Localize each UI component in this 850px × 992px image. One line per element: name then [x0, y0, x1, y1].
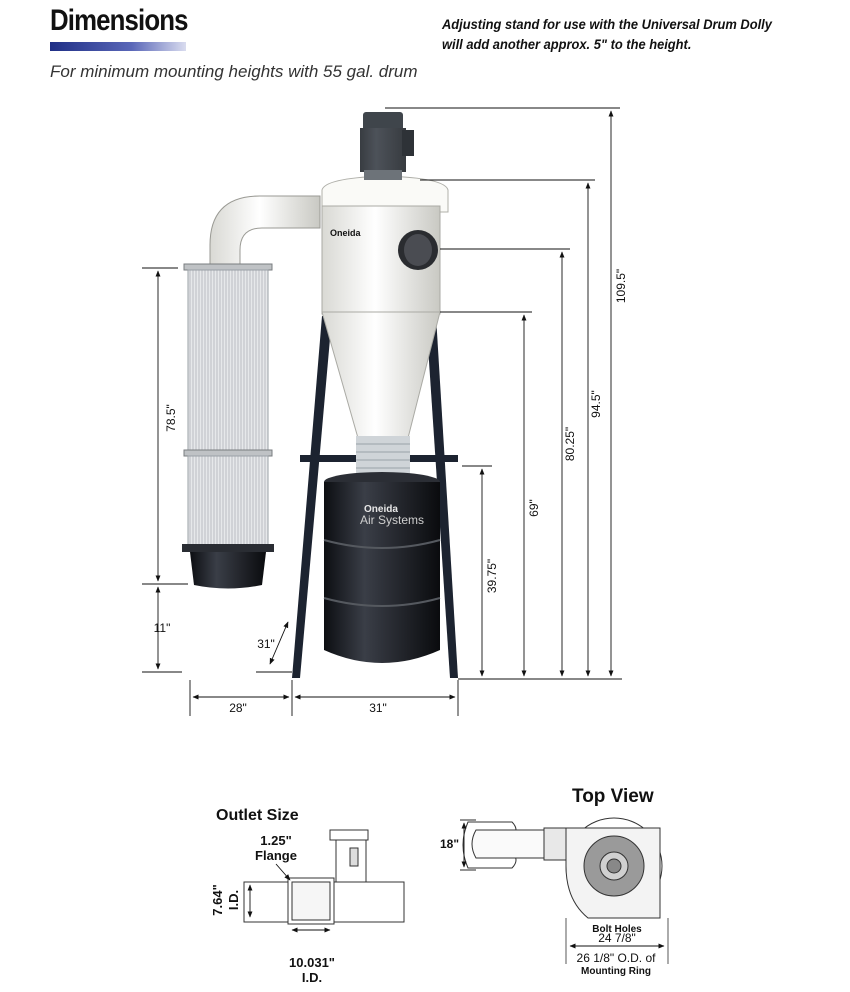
id-height-label: I.D. [226, 890, 241, 910]
id-height-value: 7.64" [210, 884, 225, 915]
outlet-size-title: Outlet Size [216, 807, 299, 824]
dim-filter-base-height: 11" [154, 621, 171, 635]
dim-filter-height: 78.5" [164, 404, 178, 432]
od-value: 26 1/8" O.D. of [577, 951, 657, 965]
page-subtitle: For minimum mounting heights with 55 gal… [50, 62, 418, 81]
height-note: Adjusting stand for use with the Univers… [442, 16, 772, 52]
dim-inlet-height: 80.25" [563, 427, 577, 461]
dim-stand-depth: 31" [257, 637, 275, 651]
dimension-labels: 78.5" 11" 31" 28" 31" 39.75" 69" 80.25" … [154, 269, 628, 715]
bolt-holes-value: 24 7/8" [598, 931, 636, 945]
id-width-label: I.D. [302, 970, 322, 985]
flex-hose [356, 436, 410, 478]
dim-housing-top-height: 94.5" [589, 390, 603, 418]
flange-label: Flange [255, 848, 297, 863]
title-underline [50, 42, 186, 51]
brand-label: Oneida [330, 228, 362, 238]
motor [360, 112, 414, 180]
dim-filter-offset: 28" [229, 701, 247, 715]
page-title: Dimensions [50, 4, 189, 37]
od-label: Mounting Ring [581, 966, 651, 977]
top-view-diagram: Top View 18" Bolt Holes 24 7/8" 26 1/8" … [440, 786, 669, 977]
top-view-depth-label: 18" [440, 837, 459, 851]
dust-collector-illustration: Oneida Oneida Air Systems [182, 112, 458, 678]
dim-stand-width: 31" [369, 701, 387, 715]
id-width-value: 10.031" [289, 955, 335, 970]
filter-cartridge [182, 263, 274, 589]
cyclone-housing: Oneida [321, 175, 449, 439]
dim-overall-height: 109.5" [614, 269, 628, 303]
dim-drum-top-height: 39.75" [485, 559, 499, 593]
bolt-holes-label: Bolt Holes [592, 924, 642, 935]
collection-drum: Oneida Air Systems [323, 472, 441, 663]
flange-value: 1.25" [260, 833, 291, 848]
drum-brand-sub-label: Air Systems [360, 513, 424, 527]
drum-brand-label: Oneida [364, 504, 398, 515]
outlet-size-diagram: Outlet Size 1.25" Flange 7.64" I.D. 10.0… [210, 807, 405, 985]
inlet-elbow-pipe [209, 195, 321, 269]
top-view-title: Top View [572, 786, 654, 807]
dimension-lines [142, 107, 622, 716]
dim-cone-bottom-height: 69" [527, 499, 541, 517]
